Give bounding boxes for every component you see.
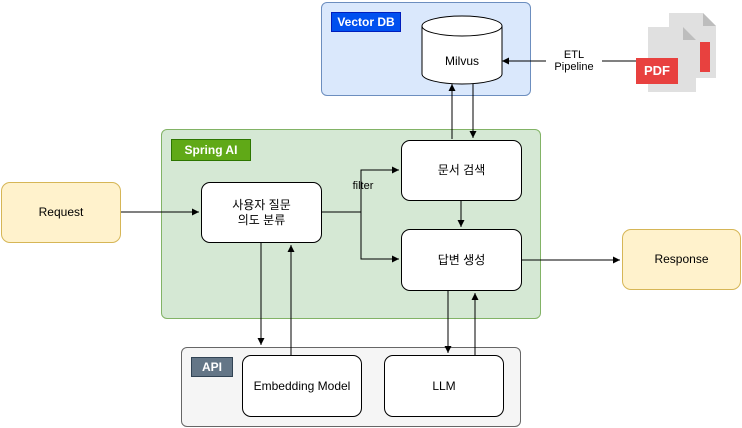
embedding-model-node: Embedding Model (242, 355, 362, 417)
edge-classify-answer (322, 211, 399, 263)
milvus-label: Milvus (444, 54, 479, 68)
intent-classify-line1: 사용자 질문 (232, 197, 291, 212)
filter-label: filter (352, 180, 374, 192)
intent-classify-node: 사용자 질문 의도 분류 (201, 182, 322, 243)
response-node: Response (622, 229, 741, 290)
vector-db-tag: Vector DB (331, 12, 401, 32)
answer-gen-node: 답변 생성 (401, 229, 522, 291)
etl-label-line1: ETL (563, 49, 585, 61)
pdf-label: PDF (644, 63, 670, 78)
api-tag: API (191, 357, 233, 377)
spring-ai-tag: Spring AI (171, 139, 251, 161)
request-node: Request (1, 182, 121, 243)
pdf-icon (636, 13, 716, 92)
etl-label-line2: Pipeline (554, 61, 594, 73)
etl-pipeline-label: ETL Pipeline (546, 49, 602, 73)
doc-search-node: 문서 검색 (401, 140, 522, 201)
intent-classify-line2: 의도 분류 (237, 212, 286, 227)
milvus-cylinder (421, 15, 503, 85)
llm-node: LLM (384, 355, 504, 417)
